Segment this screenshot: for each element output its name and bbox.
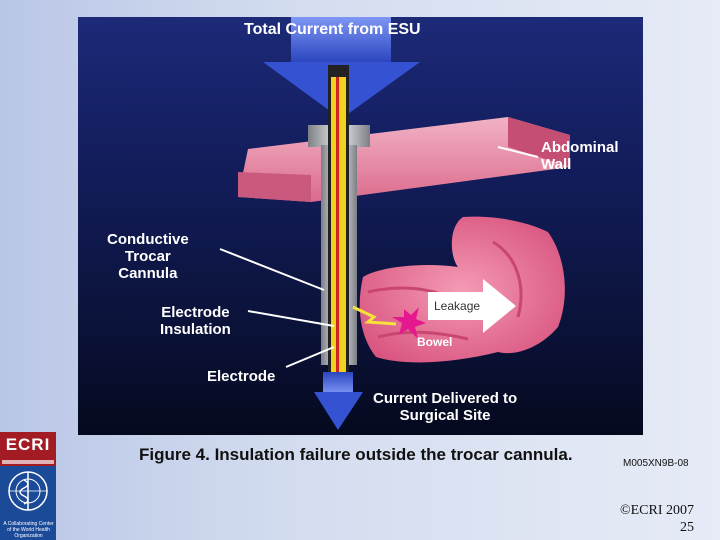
label-electrode-insulation-text: Electrode Insulation: [160, 304, 231, 338]
label-conductive-trocar: Conductive Trocar Cannula: [107, 231, 189, 282]
ecri-logo-text: ECRI: [5, 435, 51, 454]
diagram-graphic: [219, 17, 570, 430]
who-emblem-icon: [8, 471, 48, 511]
leakage-arrow: [428, 279, 516, 333]
insulation-failure-diagram: Total Current from ESU Abdominal Wall Co…: [78, 17, 643, 435]
current-out-arrow: [314, 372, 363, 430]
who-caption: A Collaborating Center of the World Heal…: [3, 521, 54, 539]
label-conductive-trocar-text: Conductive Trocar Cannula: [107, 231, 189, 282]
label-current-delivered: Current Delivered to Surgical Site: [373, 390, 517, 424]
label-abdominal-wall: Abdominal Wall: [541, 139, 619, 173]
page-number: 25: [680, 520, 694, 535]
diagram-title: Total Current from ESU: [244, 21, 421, 38]
ecri-logo: ECRI: [0, 432, 56, 466]
abdominal-wall: [238, 117, 570, 202]
who-logo: [0, 466, 56, 540]
electrode: [328, 65, 349, 393]
label-leakage: Leakage: [434, 299, 481, 313]
ecri-logo-bar: [2, 460, 54, 464]
label-pointers: [219, 146, 539, 368]
label-bowel: Bowel: [417, 335, 453, 349]
copyright-text: ©ECRI 2007: [619, 503, 694, 518]
figure-caption: Figure 4. Insulation failure outside the…: [139, 445, 573, 464]
label-electrode-insulation: Electrode Insulation: [160, 304, 231, 338]
label-abdominal-wall-text: Abdominal Wall: [541, 139, 619, 173]
spark-icon: [352, 305, 426, 339]
label-electrode: Electrode: [207, 368, 276, 385]
copyright-block: ©ECRI 2007 25: [620, 502, 694, 536]
bowel: [359, 216, 565, 363]
slide-code: M005XN9B-08: [623, 458, 689, 469]
label-current-delivered-text: Current Delivered to Surgical Site: [373, 390, 518, 424]
